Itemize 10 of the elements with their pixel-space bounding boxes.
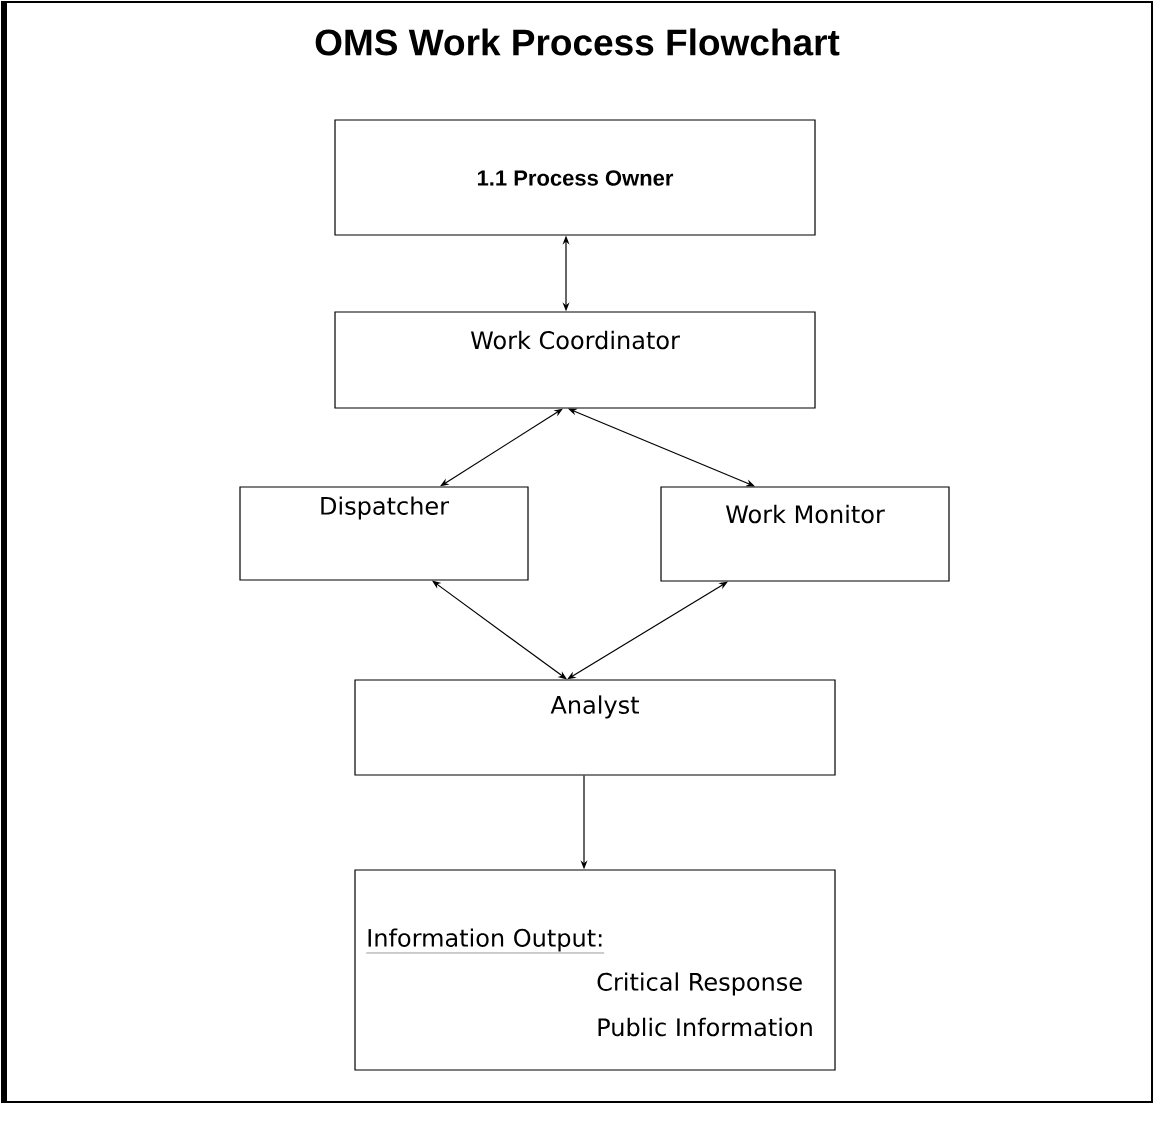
- title: OMS Work Process Flowchart: [315, 28, 840, 56]
- process-box: Work Monitor: [660, 486, 950, 582]
- process-box: Work Coordinator: [334, 311, 816, 409]
- process-box: Analyst: [354, 679, 836, 776]
- arrow: [567, 581, 728, 680]
- arrow: [440, 408, 563, 487]
- process-box: Information Output: Critical Response Public Information: [354, 869, 836, 1071]
- process-box: 1.1 Process Owner: [334, 119, 816, 236]
- process-box: Dispatcher: [239, 486, 529, 581]
- arrow: [568, 408, 755, 487]
